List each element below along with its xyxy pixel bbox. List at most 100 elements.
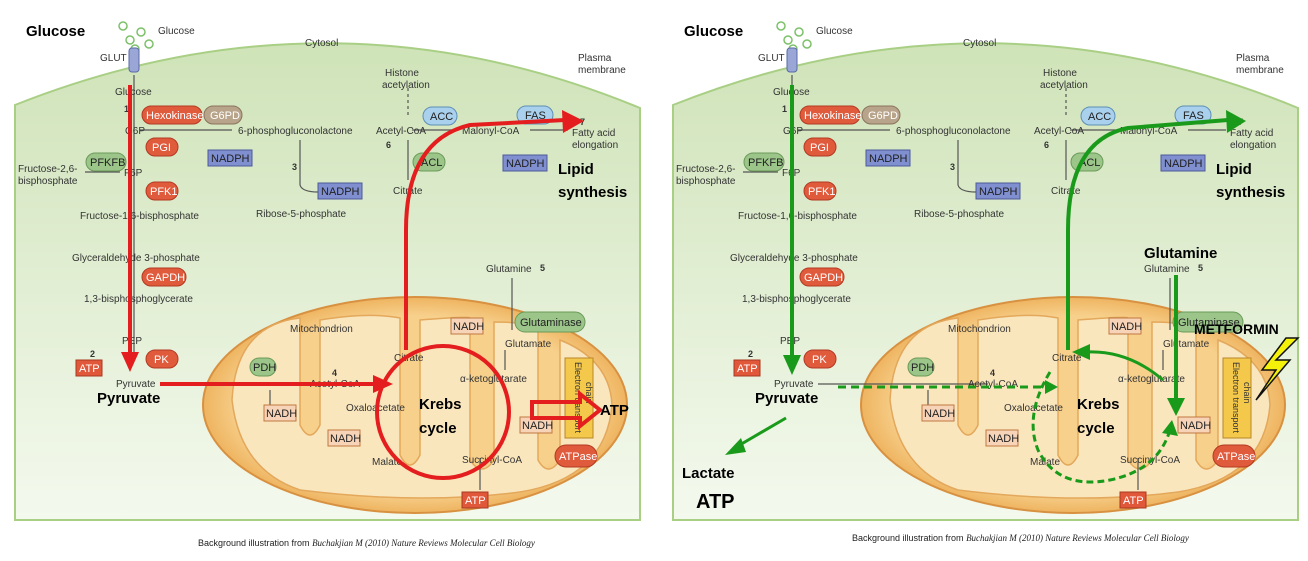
pfkfb-enzyme [85,152,127,172]
atpase-enzyme [554,444,598,468]
pgi-label: PGI [810,142,829,154]
glutamine-small-label: Glutamine [486,264,532,275]
histone-label-2: acetylation [382,80,430,91]
malonyl-coa-label: Malonyl-CoA [1120,126,1178,137]
malate-label: Malate [1030,457,1060,468]
atp-box-glycolysis [733,359,761,377]
pep-label: PEP [122,336,142,347]
step-5: 5 [1198,263,1203,273]
atp-box-glycolysis [75,359,103,377]
pk-enzyme [145,349,179,369]
krebs-label-1: Krebs [1077,396,1120,413]
pk-label: PK [154,354,169,366]
etc-label-1: Electron transport [1231,362,1241,434]
nadh-label-3: NADH [453,321,484,333]
gapdh-enzyme [799,267,845,287]
akg-label: α-ketoglutarate [1118,374,1185,385]
pgi-label: PGI [152,142,171,154]
atpase-enzyme [1212,444,1256,468]
f26bp-label-1: Fructose-2,6- [676,164,735,175]
nadph-box-3 [502,154,548,172]
g6pd-label: G6PD [210,110,240,122]
atp-big-label: ATP [696,491,735,513]
cytosol-label: Cytosol [963,38,996,49]
glutamine-small-label: Glutamine [1144,264,1190,275]
green-lipid-synthesis-arrow [1066,118,1229,350]
pyruvate-small-label: Pyruvate [116,379,156,390]
green-akg-to-citrate-arrow [1085,350,1164,382]
fas-label: FAS [525,110,546,122]
nadph-label-3: NADPH [506,158,545,170]
nadph-label-1: NADPH [869,153,908,165]
krebs-label-2: cycle [1077,420,1115,437]
right-caption: Background illustration from Buchakjian … [852,533,1189,543]
f26bp-label-2: bisphosphate [676,176,736,187]
glutaminase-label: Glutaminase [520,317,582,329]
plasma-membrane-label-1: Plasma [1236,53,1270,64]
etc-label-2: chain [1242,382,1252,404]
pfk1-enzyme [803,181,837,201]
red-atp-block-arrow [530,389,604,431]
pdh-label: PDH [253,362,276,374]
akg-label: α-ketoglutarate [460,374,527,385]
r5p-label: Ribose-5-phosphate [914,209,1004,220]
f6p-label: F6P [124,168,143,179]
bpg-label: 1,3-bisphosphoglycerate [742,294,851,305]
metformin-label: METFORMIN [1194,321,1279,337]
g6p-label: G6P [125,126,145,137]
acc-enzyme [422,106,458,126]
pdh-enzyme [907,357,935,377]
glucose-outside-label: Glucose [816,26,853,37]
glucose-title: Glucose [684,23,743,40]
cytosol-label: Cytosol [305,38,338,49]
pfk1-label: PFK1 [150,186,178,198]
nadph-box-1 [865,149,911,167]
fatty-acid-label-1: Fatty acid [1230,128,1273,139]
step-4: 4 [990,368,995,378]
nadh-box-3 [1108,317,1142,335]
pdh-label: PDH [911,362,934,374]
fatty-acid-label-2: elongation [1230,140,1276,151]
red-glycolysis-arrowhead [121,352,139,372]
pyruvate-big-label: Pyruvate [755,390,818,407]
lipid-label-1: Lipid [558,161,594,178]
step-3: 3 [950,162,955,172]
gapdh-label: GAPDH [146,272,185,284]
overlay-group: ATP [121,85,629,480]
pdh-enzyme [249,357,277,377]
pfkfb-enzyme [743,152,785,172]
nadph-box-2 [975,182,1021,200]
nadh-box-2 [985,429,1019,447]
f16bp-label: Fructose-1,6-bisphosphate [738,211,857,222]
fatty-acid-label-1: Fatty acid [572,128,615,139]
metformin-lightning-bolt-icon [1255,337,1300,401]
step-6: 6 [1044,140,1049,150]
hexokinase-enzyme [799,105,861,125]
nadh-box-3 [450,317,484,335]
etc-label-2: chain [584,382,594,404]
histone-label-1: Histone [385,68,419,79]
nadph-box-2 [317,182,363,200]
atp-box-krebs [461,491,489,509]
plasma-membrane-label-2: membrane [578,65,626,76]
green-glycolysis-arrowhead [783,355,801,375]
pfkfb-label: PFKFB [748,157,783,169]
plasma-membrane-label-1: Plasma [578,53,612,64]
acetyl-coa-cyto-label: Acetyl-CoA [1034,126,1084,137]
nadph-label-2: NADPH [321,186,360,198]
acl-label: ACL [421,157,442,169]
atpase-label: ATPase [1217,451,1255,463]
green-lactate-arrow [737,416,787,448]
pgi-enzyme [803,137,837,157]
lipid-label-2: synthesis [1216,184,1285,201]
6pgl-label: 6-phosphogluconolactone [238,126,353,137]
acetyl-coa-cyto-label: Acetyl-CoA [376,126,426,137]
atpase-label: ATPase [559,451,597,463]
green-akg-to-citrate-arrowhead [1072,344,1090,360]
hexokinase-label: Hexokinase [146,110,203,122]
malonyl-coa-label: Malonyl-CoA [462,126,520,137]
krebs-label-2: cycle [419,420,457,437]
nadh-label-2: NADH [330,433,361,445]
atp-output-label: ATP [600,402,629,419]
